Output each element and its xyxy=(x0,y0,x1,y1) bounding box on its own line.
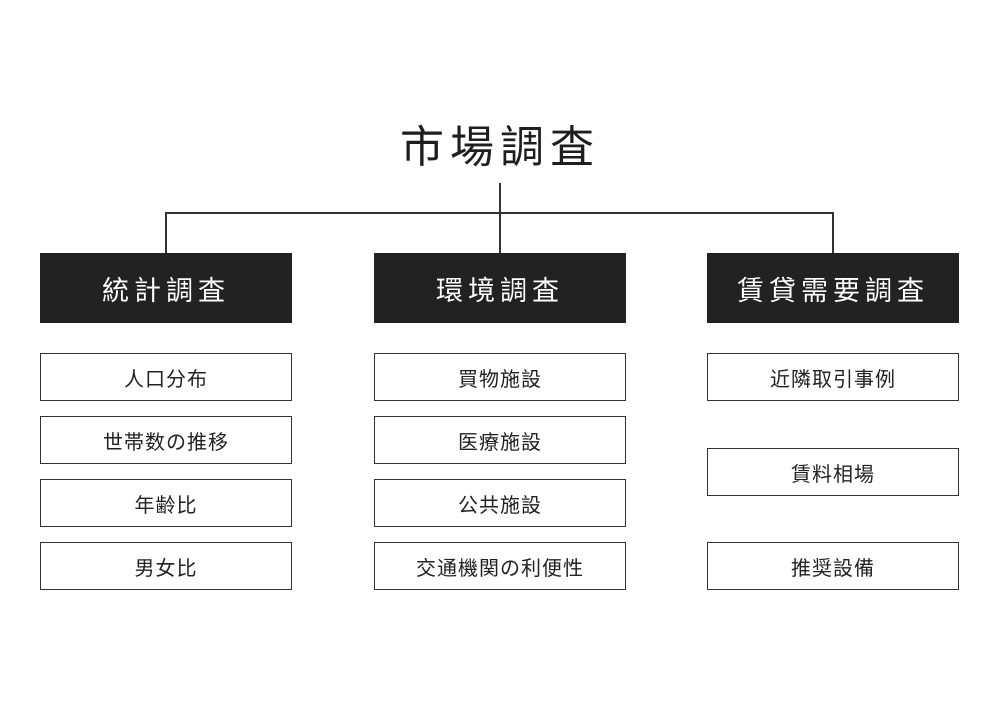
item-recommended-equipment: 推奨設備 xyxy=(707,542,959,590)
category-rental-demand: 賃貸需要調査 xyxy=(707,253,959,323)
item-gender-ratio: 男女比 xyxy=(40,542,292,590)
item-household-trend: 世帯数の推移 xyxy=(40,416,292,464)
category-environment: 環境調査 xyxy=(374,253,626,323)
item-transport-convenience: 交通機関の利便性 xyxy=(374,542,626,590)
category-statistics: 統計調査 xyxy=(40,253,292,323)
item-nearby-transactions: 近隣取引事例 xyxy=(707,353,959,401)
item-age-ratio: 年齢比 xyxy=(40,479,292,527)
root-title: 市場調査 xyxy=(400,122,600,173)
item-public-facilities: 公共施設 xyxy=(374,479,626,527)
item-rent-market: 賃料相場 xyxy=(707,448,959,496)
item-population-distribution: 人口分布 xyxy=(40,353,292,401)
item-medical-facilities: 医療施設 xyxy=(374,416,626,464)
item-shopping-facilities: 買物施設 xyxy=(374,353,626,401)
